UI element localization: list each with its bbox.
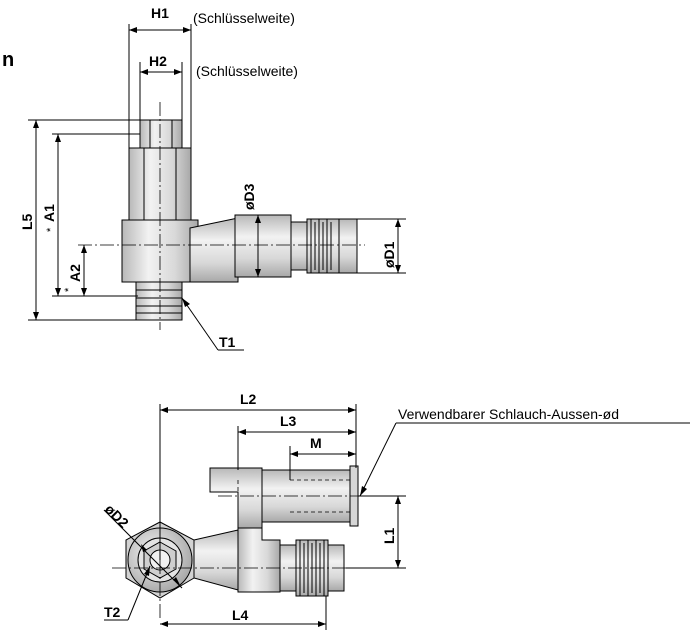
label-d3: øD3 (241, 183, 257, 210)
label-t2: T2 (104, 604, 121, 620)
label-m: M (310, 435, 322, 451)
label-l2: L2 (240, 391, 257, 407)
label-l4: L4 (232, 607, 249, 623)
label-a1: A1 (41, 204, 57, 222)
label-a2: A2 (67, 264, 83, 282)
label-d1: øD1 (381, 241, 397, 268)
note-h2-wrench: (Schlüsselweite) (196, 63, 298, 79)
asterisk-a2: * (63, 287, 75, 292)
fitting-top-body (125, 465, 359, 599)
label-l3: L3 (280, 413, 297, 429)
label-h1: H1 (151, 5, 169, 21)
side-view: H1 (Schlüsselweite) H2 (Schlüsselweite) … (19, 5, 406, 351)
note-tube-od: Verwendbarer Schlauch-Aussen-ød (398, 406, 619, 422)
note-h1-wrench: (Schlüsselweite) (193, 10, 295, 26)
asterisk-a1: * (45, 227, 57, 232)
label-t1: T1 (219, 334, 236, 350)
heading-fragment: n (2, 49, 14, 71)
label-l1: L1 (381, 527, 397, 544)
label-l5: L5 (19, 213, 35, 230)
fitting-side-body (121, 119, 358, 321)
label-d2: øD2 (102, 501, 132, 531)
top-view: L2 L3 M Verwendbarer Schlauch-Aussen-ød … (102, 391, 690, 630)
label-h2: H2 (149, 53, 167, 69)
